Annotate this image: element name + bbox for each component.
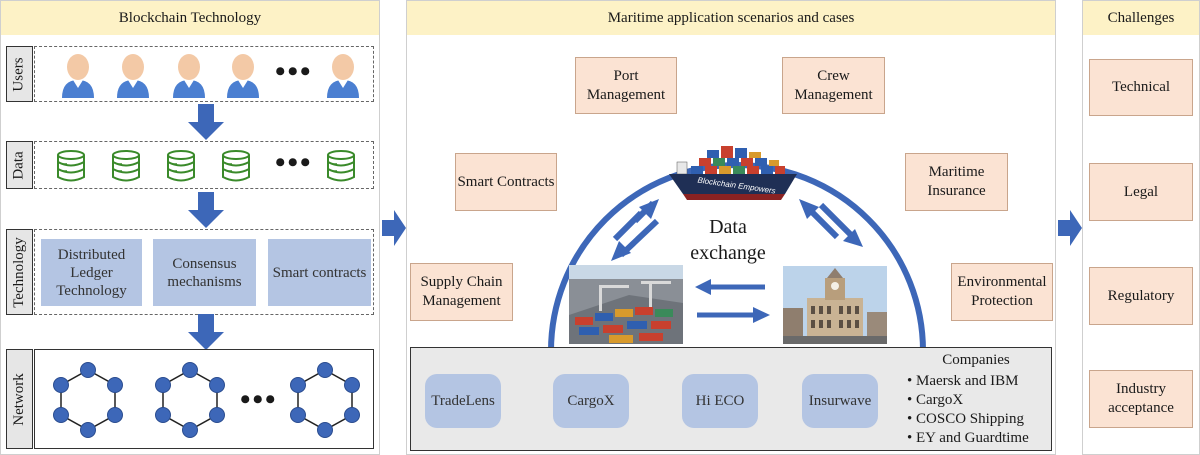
scenario-supply-chain: Supply Chain Management [410,263,513,321]
panel-title-challenges: Challenges [1083,1,1199,35]
user-person-icon [117,54,149,98]
challenge-regulatory: Regulatory [1089,267,1193,325]
user-person-icon [62,54,94,98]
layer-label-users: Users [6,46,33,102]
challenge-industry-acceptance: Industry acceptance [1089,370,1193,428]
blockchain-panel: Blockchain Technology Users ••• [0,0,380,455]
down-arrow-icon [188,192,224,228]
horizontal-arrows-icon [695,279,770,323]
down-arrow-icon [188,314,224,350]
technology-row: Distributed Ledger Technology Consensus … [34,229,374,315]
network-row: ••• [34,349,374,449]
ellipsis-dots: ••• [275,55,313,88]
layer-label-technology: Technology [6,229,33,315]
tech-box-distributed-ledger: Distributed Ledger Technology [41,239,142,306]
container-ship-icon: Blockchain Empowers [669,146,797,200]
users-row: ••• [34,46,374,102]
hexagon-network-icon [53,362,123,438]
challenge-technical: Technical [1089,59,1193,116]
hexagon-network-icon [155,362,225,438]
companies-title: Companies [942,352,1010,368]
list-item: CargoX [907,391,1029,410]
panel-title-maritime: Maritime application scenarios and cases [407,1,1055,35]
platform-insurwave: Insurwave [802,374,878,428]
hexagon-network-icon [290,362,360,438]
double-arrow-right-icon [799,199,863,247]
down-arrow-icon [188,104,224,140]
layer-label-data: Data [6,141,33,189]
scenario-maritime-insurance: Maritime Insurance [905,153,1008,211]
container-port-icon [569,265,683,344]
user-person-icon [327,54,359,98]
tech-box-consensus: Consensus mechanisms [153,239,256,306]
scenario-port-management: Port Management [575,57,677,114]
platform-hi-eco: Hi ECO [682,374,758,428]
right-arrow-icon [1058,210,1082,246]
user-person-icon [173,54,205,98]
data-row: ••• [34,141,374,189]
companies-list: Maersk and IBM CargoX COSCO Shipping EY … [907,372,1029,448]
ellipsis-dots: ••• [275,146,313,179]
list-item: Maersk and IBM [907,372,1029,391]
panel-title-blockchain: Blockchain Technology [1,1,379,35]
platform-tradelens: TradeLens [425,374,501,428]
database-icon [222,150,250,182]
double-arrow-left-icon [611,199,660,261]
scenario-smart-contracts: Smart Contracts [455,153,557,211]
scenario-crew-management: Crew Management [782,57,885,114]
ellipsis-dots: ••• [240,383,278,416]
scenario-environmental: Environmental Protection [951,263,1053,321]
right-arrow-icon [382,210,406,246]
database-icon [327,150,355,182]
database-icon [57,150,85,182]
database-icon [112,150,140,182]
list-item: COSCO Shipping [907,410,1029,429]
list-item: EY and Guardtime [907,429,1029,448]
data-exchange-label: Data exchange [690,216,766,264]
layer-label-network: Network [6,349,33,449]
customs-building-icon [783,266,887,344]
challenge-legal: Legal [1089,163,1193,221]
database-icon [167,150,195,182]
platform-cargox: CargoX [553,374,629,428]
tech-box-smart-contracts: Smart contracts [268,239,371,306]
user-person-icon [227,54,259,98]
